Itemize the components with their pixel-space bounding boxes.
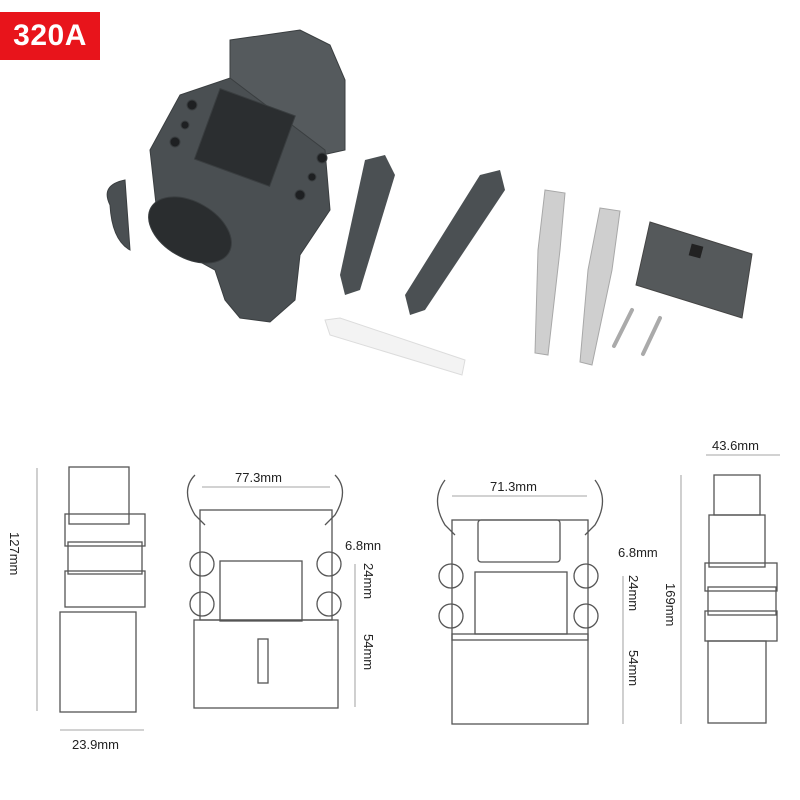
dim-side-left-height: 127mm	[7, 532, 22, 576]
dim-side-left-width: 23.9mm	[72, 737, 119, 752]
contact-retainers	[340, 155, 505, 315]
product-illustration	[106, 29, 753, 376]
dim-side-right-width: 43.6mm	[712, 438, 759, 453]
dim-rear-lower-height: 54mm	[626, 650, 641, 687]
dim-front-hole: 6.8mn	[345, 538, 382, 553]
dim-rear-hole: 6.8mm	[618, 545, 658, 560]
dim-rear-hole-spacing: 24mm	[626, 575, 641, 612]
amperage-badge: 320A	[0, 12, 100, 60]
release-key	[324, 317, 466, 376]
cover-plate	[635, 221, 753, 319]
product-photo	[106, 29, 753, 376]
dim-front-width: 77.3mm	[235, 470, 282, 485]
connector-housing	[106, 29, 346, 323]
dim-front-hole-spacing: 24mm	[361, 563, 376, 600]
screws	[612, 308, 662, 356]
dim-side-right-height: 169mm	[663, 583, 678, 627]
dim-rear-width: 71.3mm	[490, 479, 537, 494]
dim-front-lower-height: 54mm	[361, 634, 376, 671]
contact-pins	[534, 189, 621, 366]
